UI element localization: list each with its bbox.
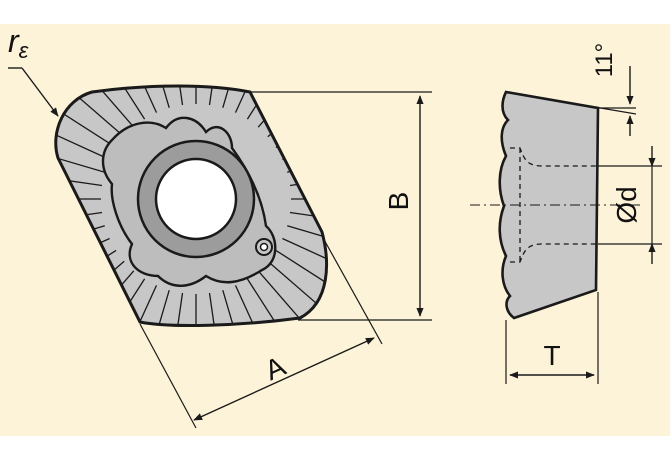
ridge-line bbox=[267, 260, 327, 326]
ridge-line bbox=[257, 270, 327, 326]
dimension-d: Ød bbox=[598, 146, 662, 264]
ridge-line bbox=[55, 169, 103, 187]
ridge-line bbox=[222, 290, 253, 326]
ridge-line bbox=[208, 86, 226, 106]
dimension-b: B bbox=[250, 91, 432, 321]
ridge-line bbox=[275, 249, 327, 308]
ridge-line bbox=[282, 237, 327, 283]
dim-d-label: Ød bbox=[611, 186, 642, 223]
corner-radius-label: rε bbox=[8, 23, 29, 63]
dimension-t: T bbox=[505, 292, 599, 384]
ridge-line bbox=[234, 86, 280, 113]
ridge-line bbox=[222, 86, 253, 108]
angle-label: 11° bbox=[591, 43, 618, 78]
side-profile bbox=[498, 90, 600, 320]
ridge-line bbox=[112, 285, 158, 326]
ridge-line bbox=[139, 86, 170, 108]
ridge-line bbox=[55, 115, 110, 161]
ridge-line bbox=[55, 86, 125, 138]
dim-t-label: T bbox=[543, 340, 560, 371]
insert-top-view bbox=[54, 84, 328, 327]
dim-b-label: B bbox=[383, 192, 414, 211]
ridge-line bbox=[55, 142, 105, 173]
ridge-line bbox=[234, 285, 280, 326]
ridge-line bbox=[289, 211, 327, 229]
ridge-line bbox=[208, 292, 226, 326]
clearance-angle: 11° bbox=[505, 43, 637, 136]
corner-radius-callout: rε bbox=[8, 23, 59, 117]
orientation-dot-inner bbox=[259, 242, 269, 252]
ridge-line bbox=[166, 86, 184, 106]
center-hole bbox=[154, 157, 238, 241]
ridge-line bbox=[87, 86, 146, 120]
ridge-line bbox=[139, 290, 170, 326]
ridge-line bbox=[112, 86, 158, 113]
ridge-line bbox=[287, 225, 327, 256]
ridge-line bbox=[55, 90, 117, 149]
ridge-line bbox=[166, 292, 184, 326]
insert-side-view bbox=[470, 90, 640, 320]
